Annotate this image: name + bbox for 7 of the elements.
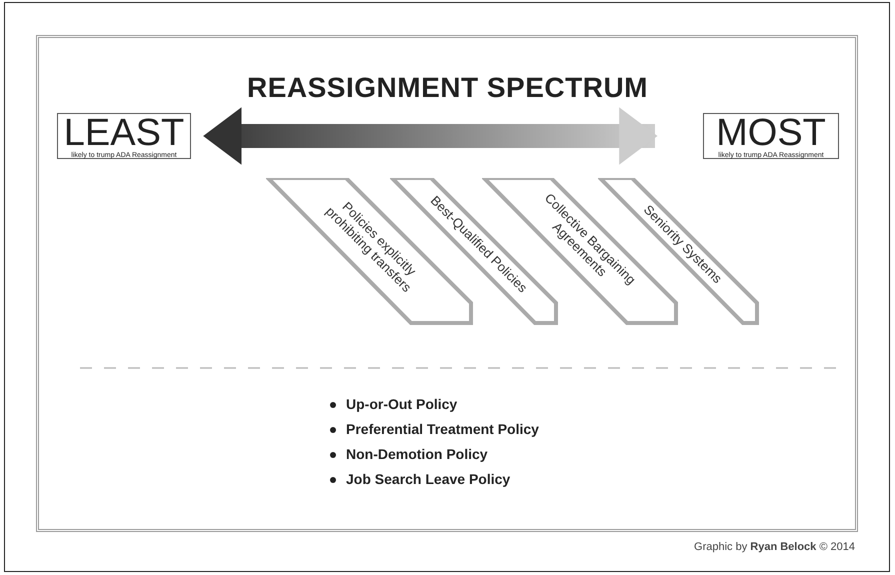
policy-item: Preferential Treatment Policy xyxy=(346,421,539,437)
double-arrow xyxy=(203,110,658,162)
title: REASSIGNMENT SPECTRUM xyxy=(246,72,649,104)
policy-item: Non-Demotion Policy xyxy=(346,446,488,462)
credit-line: Graphic by Ryan Belock © 2014 xyxy=(694,541,855,553)
policy-item: Job Search Leave Policy xyxy=(346,471,510,487)
policy-item: Up-or-Out Policy xyxy=(346,396,458,412)
